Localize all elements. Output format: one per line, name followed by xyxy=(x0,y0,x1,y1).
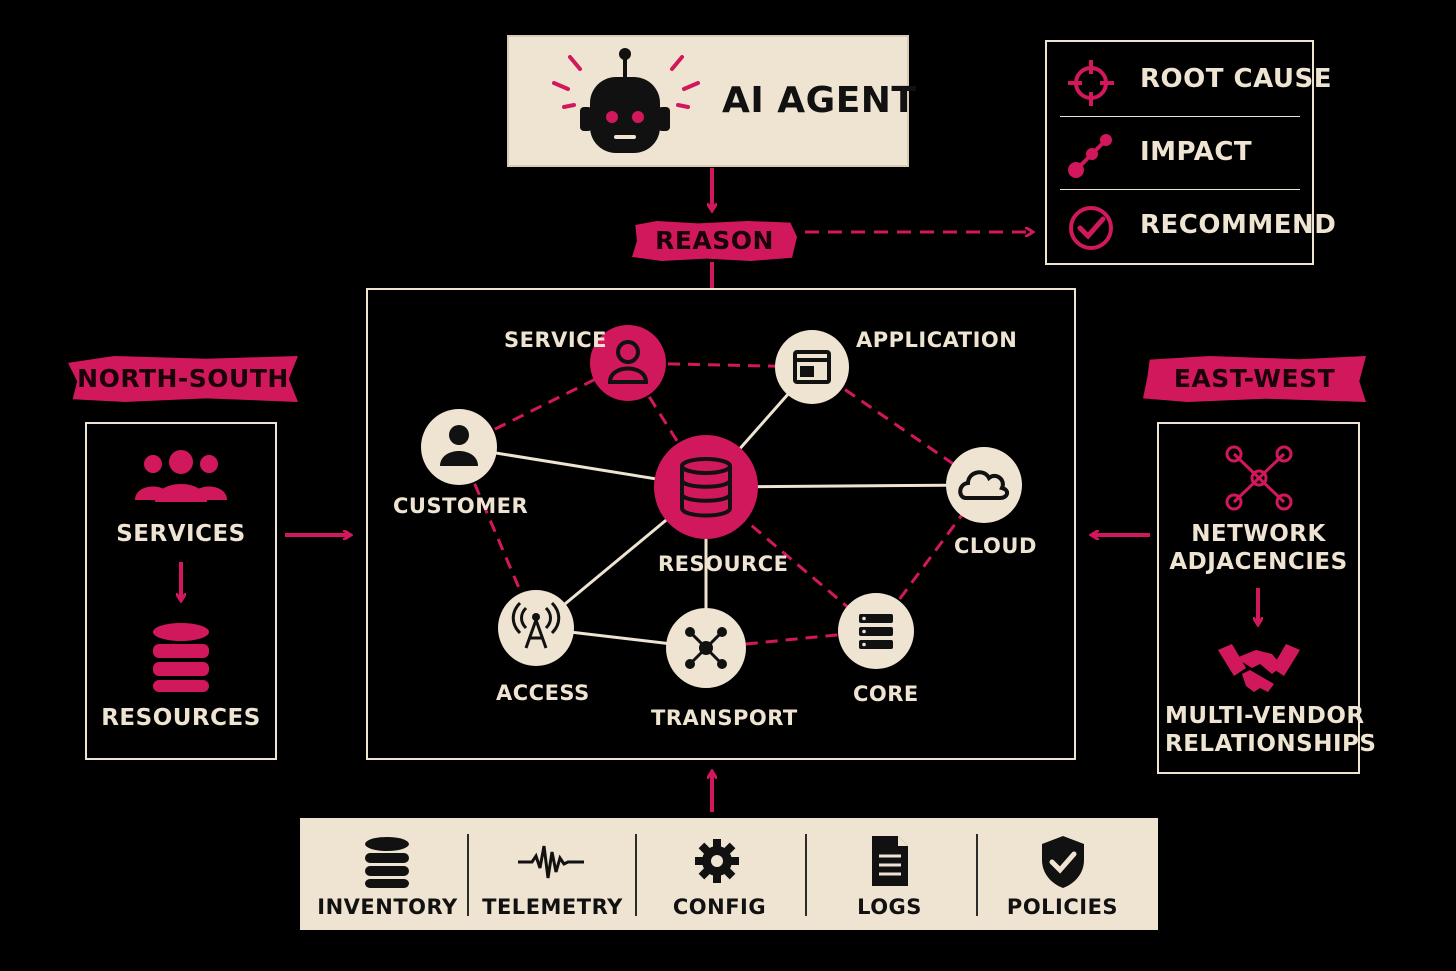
node-access xyxy=(498,590,574,666)
east-west-panel xyxy=(1157,422,1360,774)
multi-vendor-label: MULTI-VENDOR RELATIONSHIPS xyxy=(1165,702,1377,758)
north-south-panel xyxy=(85,422,277,760)
network-adjacencies-label: NETWORK ADJACENCIES xyxy=(1165,520,1352,576)
services-label: SERVICES xyxy=(116,521,246,547)
outputs-divider xyxy=(1060,189,1300,190)
node-application xyxy=(775,330,849,404)
outputs-divider xyxy=(1060,116,1300,117)
sources-divider xyxy=(976,834,978,916)
node-customer-label: CUSTOMER xyxy=(393,494,529,518)
database-icon xyxy=(153,623,209,692)
multi-vendor-line2: RELATIONSHIPS xyxy=(1165,731,1377,757)
node-customer xyxy=(421,409,497,485)
resources-label: RESOURCES xyxy=(101,705,261,731)
outputs-panel xyxy=(1045,40,1314,265)
node-cloud xyxy=(946,447,1022,523)
gear-icon xyxy=(695,839,739,883)
sources-divider xyxy=(805,834,807,916)
network-hub-icon xyxy=(1225,445,1293,511)
node-access-label: ACCESS xyxy=(496,681,590,705)
reason-tag: REASON xyxy=(632,221,797,261)
node-application-label: APPLICATION xyxy=(856,328,1018,352)
graph-panel xyxy=(366,288,1076,760)
users-group-icon xyxy=(135,450,227,502)
north-south-tag: NORTH-SOUTH xyxy=(68,356,298,402)
node-service xyxy=(590,325,666,401)
handshake-icon xyxy=(1218,644,1300,692)
shield-check-icon xyxy=(1042,836,1084,888)
output-impact-label: IMPACT xyxy=(1140,137,1253,167)
inventory-label: INVENTORY xyxy=(317,895,458,919)
waveform-icon xyxy=(518,845,584,879)
node-core xyxy=(838,593,914,669)
multi-vendor-line1: MULTI-VENDOR xyxy=(1165,703,1365,729)
crosshair-icon xyxy=(1068,60,1114,106)
database-icon xyxy=(365,837,409,888)
node-cloud-label: CLOUD xyxy=(954,534,1037,558)
path-nodes-icon xyxy=(1068,134,1112,178)
policies-label: POLICIES xyxy=(1006,895,1119,919)
edge-application-cloud xyxy=(811,365,985,487)
config-label: CONFIG xyxy=(672,895,767,919)
logs-label: LOGS xyxy=(857,895,922,919)
node-resource xyxy=(654,435,758,539)
output-root-cause-label: ROOT CAUSE xyxy=(1140,64,1333,94)
network-label-line1: NETWORK xyxy=(1191,521,1326,547)
node-resource-label: RESOURCE xyxy=(658,552,789,576)
node-core-label: CORE xyxy=(853,682,919,706)
network-label-line2: ADJACENCIES xyxy=(1169,549,1348,575)
sources-divider xyxy=(635,834,637,916)
document-icon xyxy=(872,836,908,886)
check-circle-icon xyxy=(1069,206,1113,250)
robot-icon xyxy=(552,48,700,153)
output-recommend-label: RECOMMEND xyxy=(1140,210,1337,240)
ai-agent-title: AI AGENT xyxy=(722,80,917,121)
ai-agent-box xyxy=(507,35,909,167)
telemetry-label: TELEMETRY xyxy=(482,895,623,919)
east-west-tag: EAST-WEST xyxy=(1143,356,1366,402)
sources-divider xyxy=(467,834,469,916)
node-service-label: SERVICE xyxy=(504,328,607,352)
node-transport-label: TRANSPORT xyxy=(651,706,798,730)
node-transport xyxy=(666,608,746,688)
